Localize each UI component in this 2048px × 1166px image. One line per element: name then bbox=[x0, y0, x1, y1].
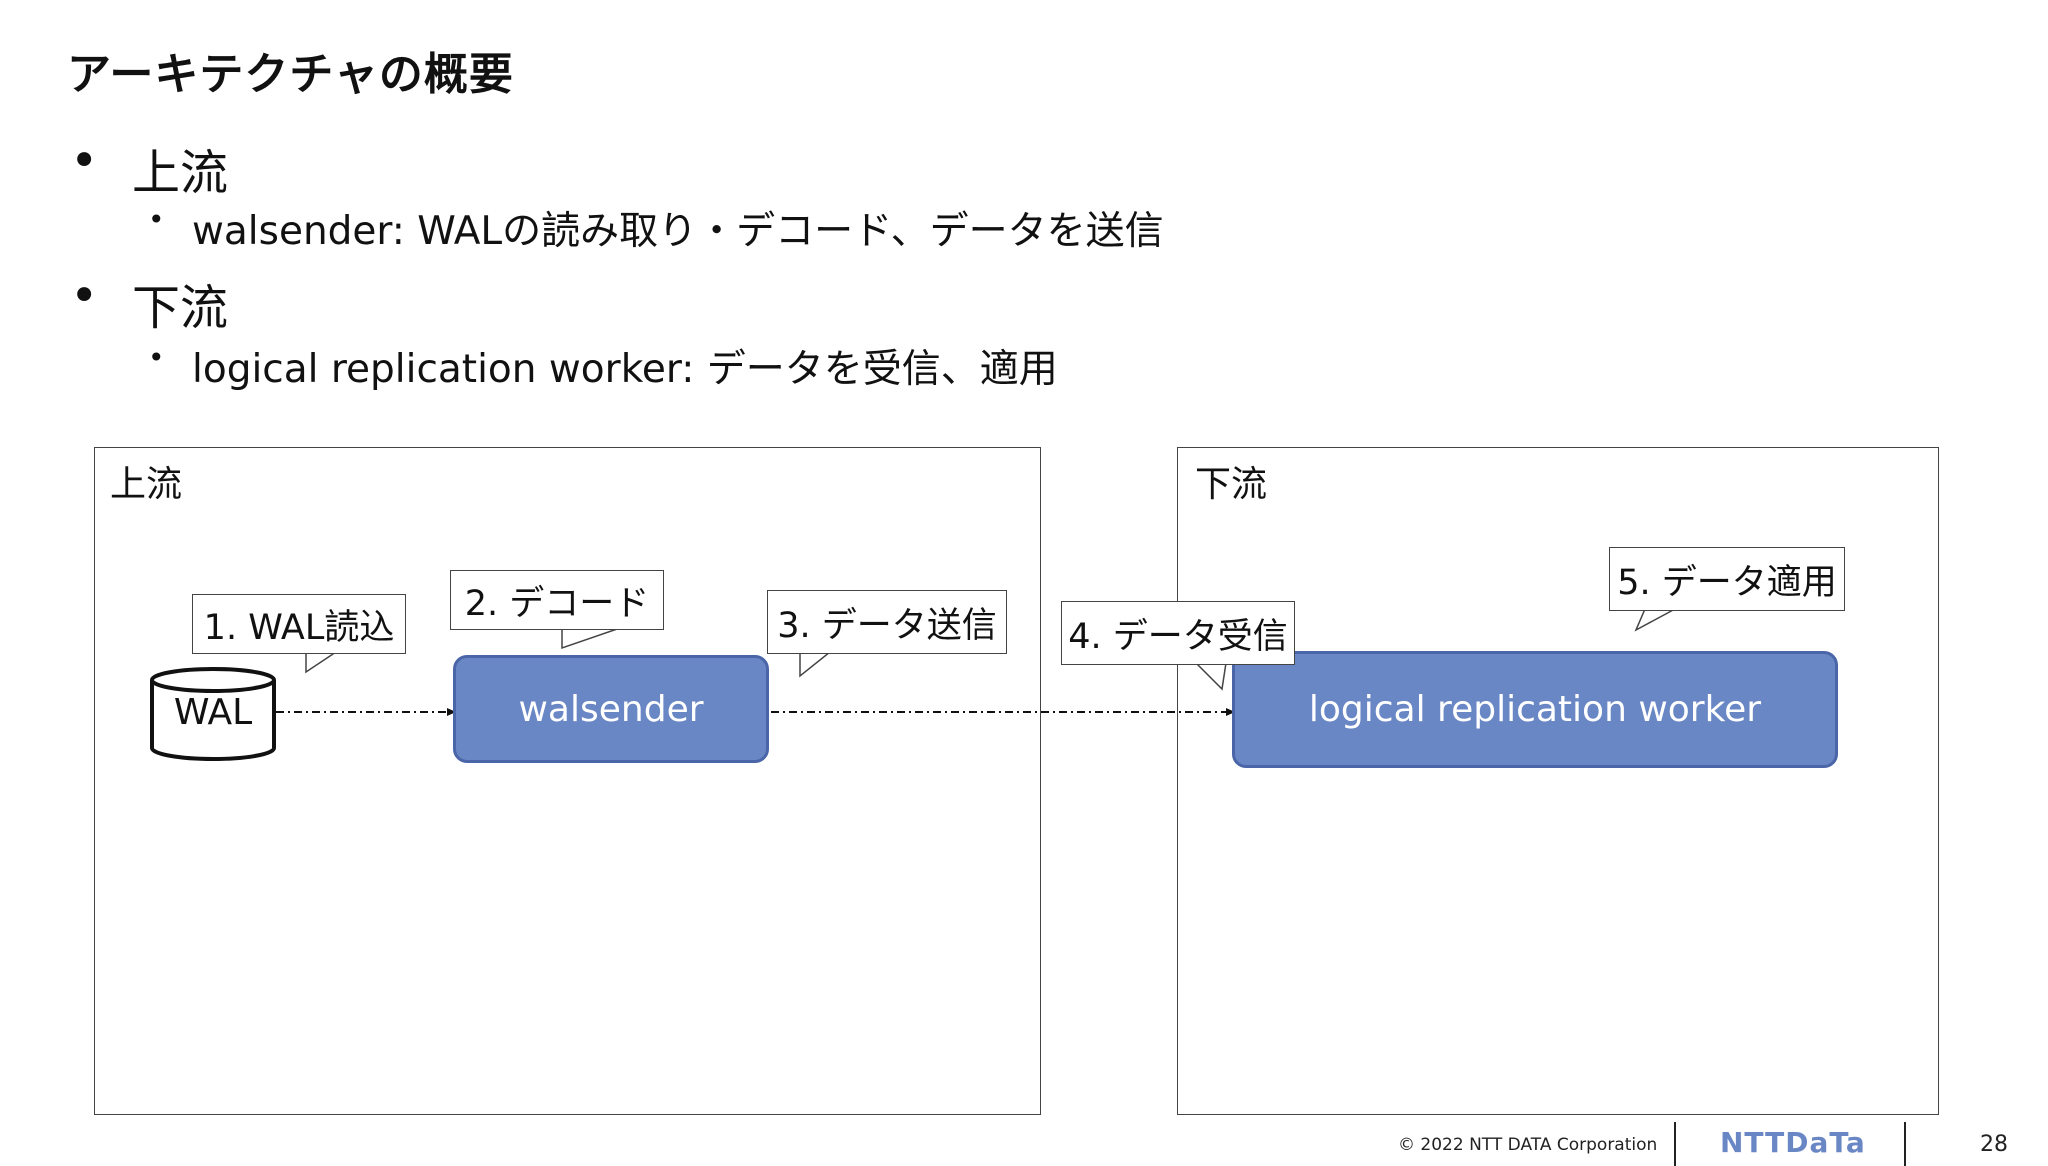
walsender-label: walsender bbox=[518, 688, 704, 730]
sub-bullet-upstream-text: walsender: WALの読み取り・デコード、データを送信 bbox=[192, 209, 1164, 254]
logical-replication-worker-process: logical replication worker bbox=[1232, 651, 1838, 768]
callout-3-text: 3. データ送信 bbox=[777, 605, 997, 646]
sub-bullet-dot: • bbox=[148, 203, 165, 236]
wal-database-icon bbox=[150, 667, 276, 761]
bullet-downstream: • 下流 bbox=[70, 268, 470, 336]
sub-bullet-downstream-text: logical replication worker: データを受信、適用 bbox=[192, 347, 1058, 392]
ntt-data-logo: NTTDaTa bbox=[1720, 1126, 1866, 1159]
callout-5-tail bbox=[1634, 608, 1676, 632]
downstream-label: 下流 bbox=[1195, 464, 1268, 505]
worker-label: logical replication worker bbox=[1308, 689, 1762, 730]
bullet-dot: • bbox=[70, 133, 99, 189]
callout-5: 5. データ適用 bbox=[1609, 547, 1845, 611]
upstream-frame bbox=[94, 447, 1041, 1115]
callout-4-tail bbox=[1194, 662, 1227, 691]
callout-1: 1. WAL読込 bbox=[192, 594, 406, 654]
sub-bullet-dot: • bbox=[148, 341, 165, 374]
footer-divider-right bbox=[1904, 1122, 1906, 1166]
callout-2-tail bbox=[561, 627, 621, 650]
walsender-process: walsender bbox=[453, 655, 769, 763]
sub-bullet-upstream: • walsender: WALの読み取り・デコード、データを送信 bbox=[148, 200, 1248, 254]
callout-2: 2. デコード bbox=[450, 570, 664, 630]
callout-5-text: 5. データ適用 bbox=[1617, 562, 1837, 603]
slide-title: アーキテクチャの概要 bbox=[67, 49, 514, 100]
upstream-label: 上流 bbox=[110, 464, 183, 505]
bullet-upstream-text: 上流 bbox=[132, 145, 229, 201]
footer-divider-left bbox=[1674, 1122, 1676, 1166]
callout-2-text: 2. デコード bbox=[464, 583, 650, 624]
copyright-text: © 2022 NTT DATA Corporation bbox=[1398, 1135, 1658, 1155]
callout-1-tail bbox=[305, 651, 339, 674]
wal-label: WAL bbox=[173, 692, 253, 733]
bullet-upstream: • 上流 bbox=[70, 133, 470, 201]
callout-1-text: 1. WAL読込 bbox=[203, 607, 395, 648]
sub-bullet-downstream: • logical replication worker: データを受信、適用 bbox=[148, 338, 1248, 392]
bullet-dot: • bbox=[70, 268, 99, 324]
page-number: 28 bbox=[1980, 1132, 2008, 1157]
callout-4: 4. データ受信 bbox=[1061, 601, 1295, 665]
callout-4-text: 4. データ受信 bbox=[1068, 616, 1288, 657]
bullet-downstream-text: 下流 bbox=[132, 280, 229, 336]
callout-3: 3. データ送信 bbox=[767, 590, 1007, 654]
callout-3-tail bbox=[799, 651, 833, 678]
